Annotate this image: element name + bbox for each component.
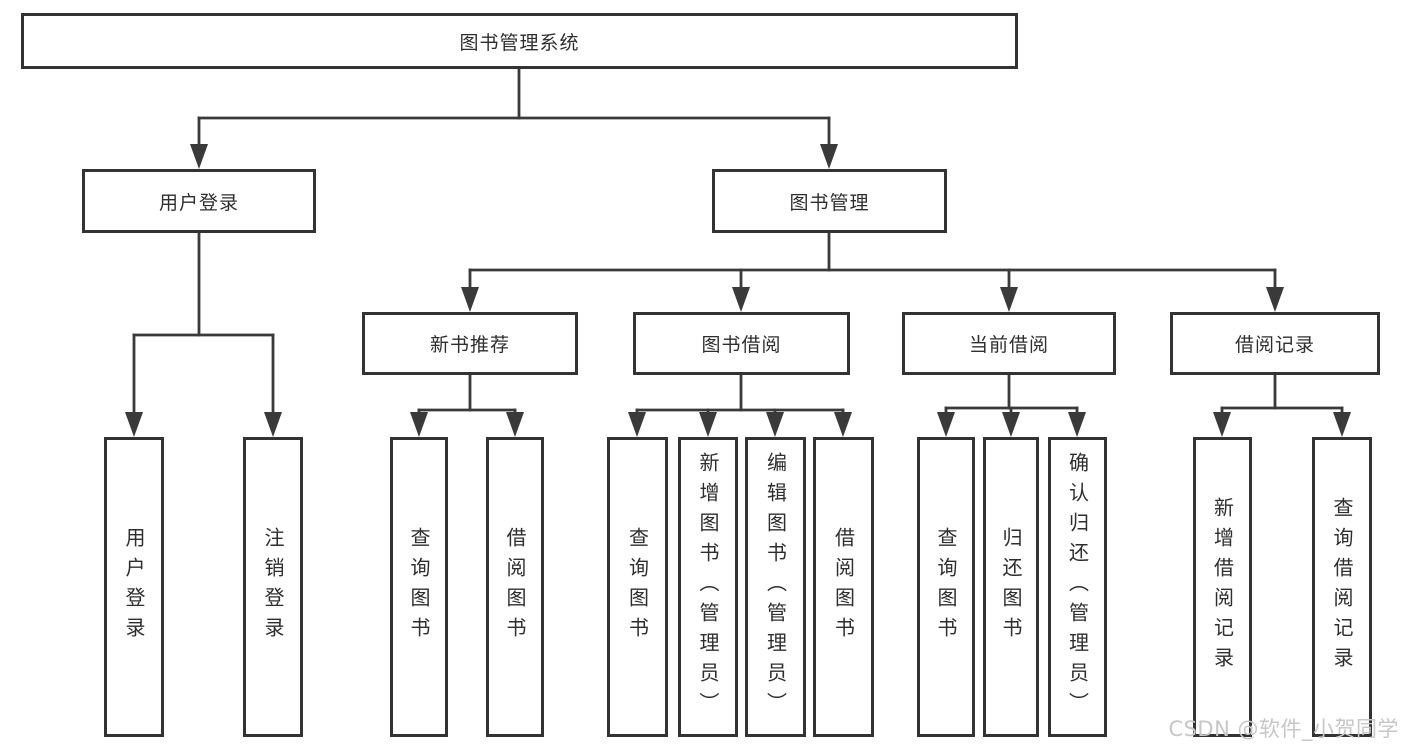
arrowhead-icon-book-management-to-level3-2 bbox=[1000, 287, 1018, 312]
arrowhead-icon-root-to-level2-1 bbox=[820, 144, 838, 169]
node-leaf-add-book-admin: 新增图书（管理员） bbox=[678, 437, 738, 737]
node-leaf-query-books-borrow: 查询图书 bbox=[607, 437, 668, 737]
node-new-book-recommend: 新书推荐 bbox=[362, 312, 578, 375]
node-book-borrowing: 图书借阅 bbox=[633, 312, 850, 375]
node-label-leaf-borrow-books-borrow: 借阅图书 bbox=[831, 527, 856, 647]
arrowhead-icon-current-borrowing-to-leaves-2 bbox=[1068, 412, 1086, 437]
arrowhead-icon-root-to-level2-0 bbox=[190, 144, 208, 169]
node-label-leaf-borrow-books-recommend: 借阅图书 bbox=[503, 527, 527, 647]
arrowhead-icon-borrowing-records-to-leaves-1 bbox=[1333, 412, 1351, 437]
node-label-leaf-query-books-recommend: 查询图书 bbox=[407, 527, 431, 647]
arrowhead-icon-book-management-to-level3-1 bbox=[732, 287, 750, 312]
node-user-login: 用户登录 bbox=[82, 169, 316, 233]
node-book-management: 图书管理 bbox=[712, 169, 947, 233]
node-library-management-system: 图书管理系统 bbox=[21, 13, 1018, 69]
node-label-book-management: 图书管理 bbox=[789, 191, 870, 214]
arrowhead-icon-book-borrowing-to-leaves-3 bbox=[834, 412, 852, 437]
arrowhead-icon-book-borrowing-to-leaves-1 bbox=[699, 412, 717, 437]
node-leaf-borrow-books-borrow: 借阅图书 bbox=[813, 437, 874, 737]
node-label-leaf-add-borrow-record: 新增借阅记录 bbox=[1210, 497, 1235, 677]
node-label-book-borrowing: 图书借阅 bbox=[701, 334, 782, 356]
node-label-leaf-query-borrow-record: 查询借阅记录 bbox=[1330, 497, 1354, 677]
node-label-new-book-recommend: 新书推荐 bbox=[429, 334, 510, 356]
node-leaf-user-login: 用户登录 bbox=[104, 437, 164, 737]
node-current-borrowing: 当前借阅 bbox=[902, 312, 1116, 375]
arrowhead-icon-user-login-to-leaves-0 bbox=[125, 412, 143, 437]
arrowhead-icon-current-borrowing-to-leaves-1 bbox=[1002, 412, 1020, 437]
arrowhead-icon-user-login-to-leaves-1 bbox=[264, 412, 282, 437]
node-leaf-return-books: 归还图书 bbox=[983, 437, 1039, 737]
node-label-library-management-system: 图书管理系统 bbox=[459, 31, 580, 54]
node-leaf-query-books-current: 查询图书 bbox=[917, 437, 975, 737]
node-label-borrowing-records: 借阅记录 bbox=[1234, 334, 1315, 356]
node-label-leaf-return-books: 归还图书 bbox=[999, 527, 1023, 647]
node-label-leaf-logout: 注销登录 bbox=[261, 527, 285, 647]
arrowhead-icon-book-management-to-level3-3 bbox=[1266, 287, 1284, 312]
node-label-user-login: 用户登录 bbox=[158, 191, 239, 214]
node-borrowing-records: 借阅记录 bbox=[1170, 312, 1380, 375]
arrowhead-icon-borrowing-records-to-leaves-0 bbox=[1213, 412, 1231, 437]
node-label-leaf-query-books-borrow: 查询图书 bbox=[625, 527, 650, 647]
node-leaf-edit-book-admin: 编辑图书（管理员） bbox=[745, 437, 806, 737]
node-label-current-borrowing: 当前借阅 bbox=[968, 334, 1049, 356]
node-leaf-query-books-recommend: 查询图书 bbox=[390, 437, 448, 737]
arrowhead-icon-book-borrowing-to-leaves-0 bbox=[628, 412, 646, 437]
node-leaf-borrow-books-recommend: 借阅图书 bbox=[486, 437, 544, 737]
node-label-leaf-add-book-admin: 新增图书（管理员） bbox=[696, 452, 720, 722]
arrowhead-icon-new-book-recommend-to-leaves-0 bbox=[410, 412, 428, 437]
node-label-leaf-confirm-return-admin: 确认归还（管理员） bbox=[1065, 452, 1090, 722]
arrowhead-icon-current-borrowing-to-leaves-0 bbox=[937, 412, 955, 437]
node-label-leaf-query-books-current: 查询图书 bbox=[934, 527, 958, 647]
node-leaf-add-borrow-record: 新增借阅记录 bbox=[1193, 437, 1252, 737]
node-label-leaf-edit-book-admin: 编辑图书（管理员） bbox=[763, 452, 788, 722]
node-leaf-confirm-return-admin: 确认归还（管理员） bbox=[1048, 437, 1107, 737]
arrowhead-icon-book-borrowing-to-leaves-2 bbox=[766, 412, 784, 437]
arrowhead-icon-new-book-recommend-to-leaves-1 bbox=[506, 412, 524, 437]
node-label-leaf-user-login: 用户登录 bbox=[122, 527, 146, 647]
node-leaf-logout: 注销登录 bbox=[243, 437, 303, 737]
node-leaf-query-borrow-record: 查询借阅记录 bbox=[1312, 437, 1372, 737]
arrowhead-icon-book-management-to-level3-0 bbox=[461, 287, 479, 312]
